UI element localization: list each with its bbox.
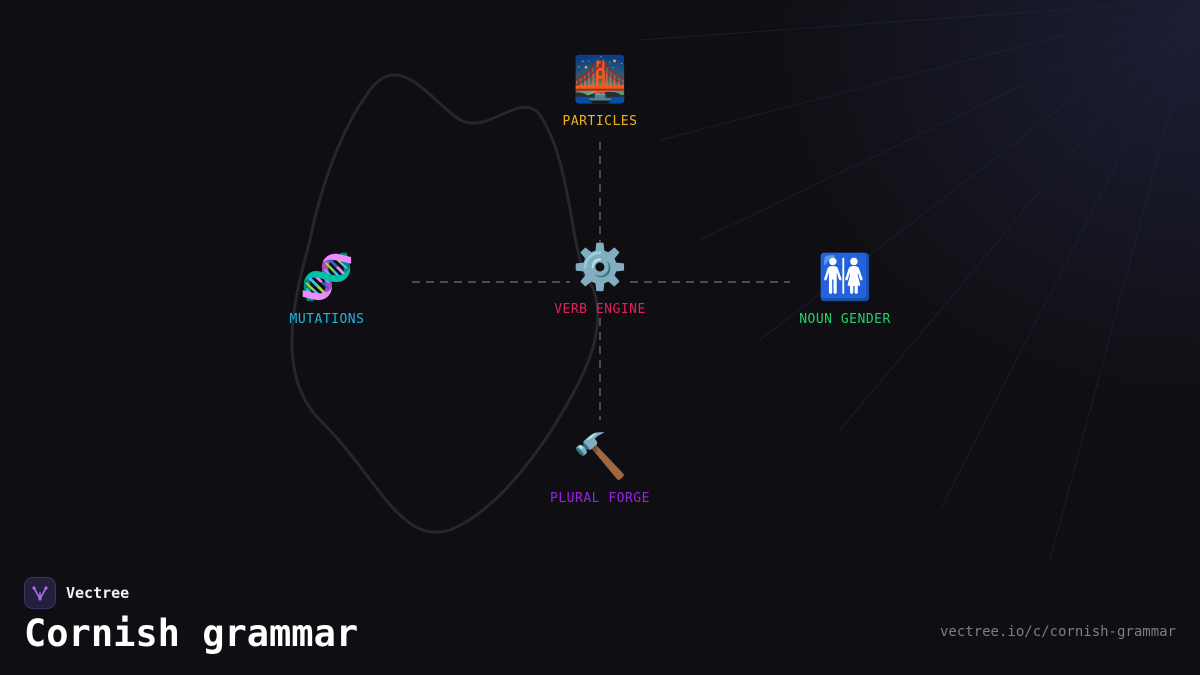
brand[interactable]: Vectree — [24, 577, 129, 609]
node-label-verb-engine: VERB ENGINE — [554, 302, 646, 317]
restroom-icon: 🚻 — [817, 252, 873, 303]
node-particles[interactable]: 🌉 PARTICLES — [520, 54, 680, 129]
node-label-mutations: MUTATIONS — [289, 312, 365, 327]
node-mutations[interactable]: 🧬 MUTATIONS — [247, 252, 407, 327]
vectree-logo-icon — [24, 577, 56, 609]
bridge-at-night-icon: 🌉 — [572, 54, 628, 105]
node-verb-engine[interactable]: ⚙️ VERB ENGINE — [520, 242, 680, 317]
node-label-particles: PARTICLES — [562, 114, 638, 129]
node-label-noun-gender: NOUN GENDER — [799, 312, 891, 327]
hammer-icon: 🔨 — [572, 431, 628, 482]
topic-outline — [290, 73, 600, 534]
page-url[interactable]: vectree.io/c/cornish-grammar — [939, 624, 1176, 640]
node-noun-gender[interactable]: 🚻 NOUN GENDER — [765, 252, 925, 327]
page-title: Cornish grammar — [24, 612, 359, 655]
node-label-plural-forge: PLURAL FORGE — [550, 491, 650, 506]
dna-icon: 🧬 — [299, 252, 355, 303]
node-plural-forge[interactable]: 🔨 PLURAL FORGE — [520, 431, 680, 506]
brand-name: Vectree — [66, 584, 130, 602]
gear-icon: ⚙️ — [572, 242, 628, 293]
